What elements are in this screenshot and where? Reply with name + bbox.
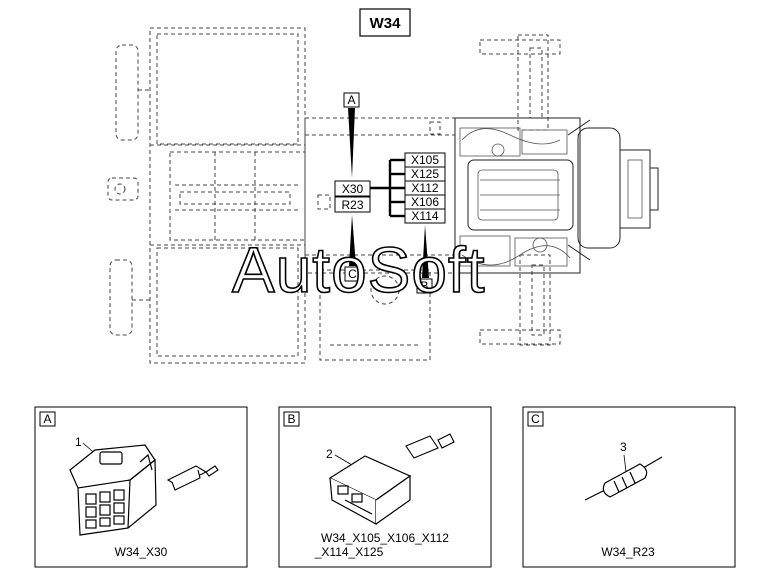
panel-b-caption-line2: _X114_X125 bbox=[314, 545, 384, 559]
connector-x105: X105 bbox=[411, 153, 439, 167]
connector-group-left: X30 R23 bbox=[334, 180, 371, 213]
connector-x125: X125 bbox=[411, 167, 439, 181]
callout-b-label: B bbox=[420, 279, 428, 293]
panel-b-caption-line1: W34_X105_X106_X112 bbox=[321, 531, 449, 545]
panel-b: B 2 W34_X105_X106_X112 _X114_X125 bbox=[278, 406, 492, 568]
panel-b-letter: B bbox=[287, 412, 295, 426]
callout-b: B bbox=[416, 225, 433, 294]
connector-x106: X106 bbox=[411, 195, 439, 209]
callout-c: C bbox=[344, 215, 361, 282]
panel-a-caption: W34_X30 bbox=[115, 545, 168, 559]
panel-a: A 1 W34_X30 bbox=[34, 406, 248, 568]
title-box bbox=[359, 8, 411, 37]
diagram-title: W34 bbox=[370, 15, 402, 32]
watermark: AutoSoft bbox=[232, 234, 486, 306]
connector-x112: X112 bbox=[411, 181, 438, 195]
panel-a-item-number: 1 bbox=[75, 435, 82, 449]
callout-c-label: C bbox=[348, 267, 357, 281]
panel-c-item-number: 3 bbox=[620, 440, 627, 454]
callout-a: A bbox=[343, 92, 360, 178]
callout-c-arrow bbox=[349, 215, 356, 266]
panel-a-letter: A bbox=[43, 412, 51, 426]
resistor-icon bbox=[584, 456, 663, 501]
connector-housing-icon bbox=[328, 455, 412, 526]
terminal-pin-icon bbox=[166, 465, 219, 491]
connector-group-right: X105 X125 X112 X106 X114 bbox=[404, 152, 446, 224]
connector-bracket bbox=[370, 158, 405, 218]
connector-housing-icon bbox=[69, 444, 157, 536]
panel-c-letter: C bbox=[531, 412, 540, 426]
callout-a-arrow bbox=[348, 108, 355, 178]
panel-c: C 3 W34_R23 bbox=[522, 406, 736, 568]
panel-b-item-number: 2 bbox=[326, 447, 333, 461]
callout-b-arrow bbox=[422, 225, 429, 278]
connector-x114: X114 bbox=[411, 209, 438, 223]
callout-a-label: A bbox=[347, 93, 355, 107]
machine-outline bbox=[107, 27, 659, 364]
connector-x30: X30 bbox=[342, 182, 364, 196]
terminal-pin-icon bbox=[405, 433, 455, 459]
panel-c-caption: W34_R23 bbox=[601, 545, 655, 559]
connector-r23: R23 bbox=[341, 198, 363, 212]
